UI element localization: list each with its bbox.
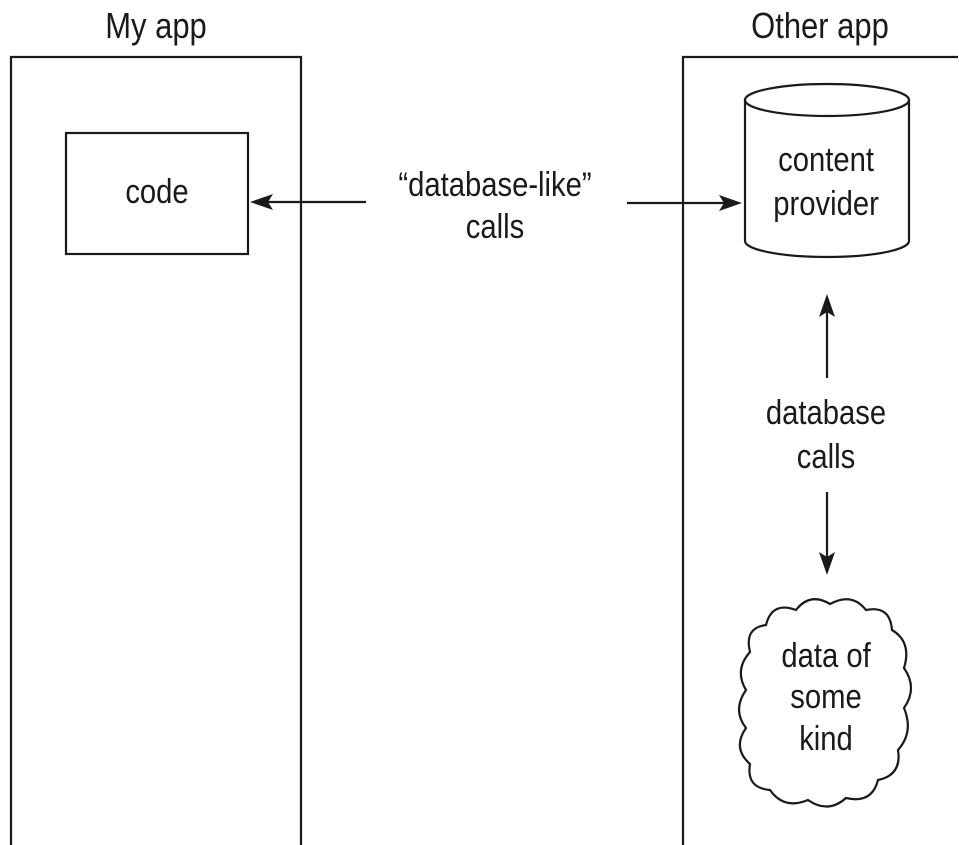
data-cloud-label-line1: data of: [781, 636, 871, 675]
data-cloud-label-line2: some: [790, 677, 861, 716]
arrow-to-provider-vertical-head: [819, 294, 835, 317]
other-app-title: Other app: [751, 7, 889, 47]
my-app-title: My app: [105, 7, 206, 47]
arrow-to-provider-head: [719, 195, 742, 211]
content-provider-cylinder: [743, 82, 911, 259]
database-like-calls-label-line1: “database-like”: [398, 165, 591, 204]
my-app-panel: [9, 55, 303, 845]
other-app-panel: [681, 55, 958, 845]
content-provider-label-line1: content: [778, 140, 874, 179]
arrow-to-data-vertical-head: [819, 552, 835, 575]
code-box-label: code: [125, 172, 188, 211]
code-box: [64, 131, 250, 256]
database-calls-label-line2: calls: [797, 437, 855, 476]
data-cloud-label-line3: kind: [799, 719, 853, 758]
arrow-to-code-head: [250, 194, 273, 210]
database-calls-label-line1: database: [766, 393, 886, 432]
data-cloud-shape: [737, 598, 913, 808]
database-like-calls-label-line2: calls: [466, 207, 524, 246]
content-provider-label-line2: provider: [773, 184, 879, 223]
